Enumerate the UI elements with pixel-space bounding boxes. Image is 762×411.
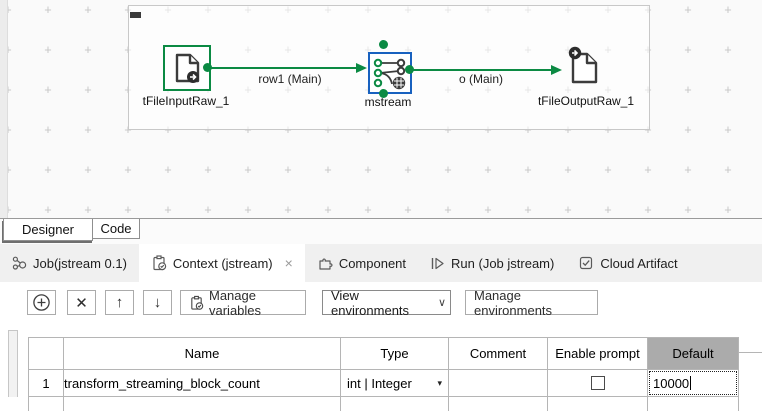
table-header-row: Name Type Comment Enable prompt Default — [28, 337, 739, 370]
component-puzzle-icon — [317, 255, 333, 271]
default-value-editor[interactable]: 10000 — [649, 371, 737, 395]
component-label[interactable]: tFileInputRaw_1 — [142, 94, 230, 108]
enable-prompt-cell — [547, 369, 648, 397]
manage-environments-label: Manage environments — [474, 287, 553, 318]
design-canvas[interactable]: ++++++++++++++++++++++++++++++++++++++++… — [0, 0, 762, 218]
add-variable-button[interactable] — [27, 290, 56, 315]
col-type[interactable]: Type — [340, 337, 449, 370]
tab-job[interactable]: Job(jstream 0.1) — [0, 244, 139, 282]
table-row-empty — [28, 396, 739, 411]
move-up-button[interactable]: ↑ — [105, 290, 134, 315]
default-value-cell[interactable]: 10000 — [647, 369, 739, 397]
component-label[interactable]: mstream — [364, 95, 412, 109]
context-variables-table: Name Type Comment Enable prompt Default … — [28, 337, 740, 411]
subjob-collapse-handle[interactable] — [130, 12, 141, 18]
tab-context-label: Context (jstream) — [172, 255, 273, 271]
manage-variables-button[interactable]: Manage variables — [180, 287, 306, 318]
connection-row1-label[interactable]: row1 (Main) — [258, 72, 322, 86]
header-extension-line — [739, 352, 762, 353]
cloud-artifact-icon — [578, 255, 594, 271]
tab-component[interactable]: Component — [305, 244, 418, 282]
editor-tabbar: Designer Code — [0, 218, 762, 245]
tab-component-label: Component — [338, 255, 407, 271]
component-label[interactable]: tFileOutputRaw_1 — [537, 94, 635, 108]
file-input-icon — [169, 51, 205, 85]
close-icon[interactable]: × — [284, 255, 293, 271]
file-output-icon — [565, 46, 603, 88]
plus-circle-icon — [32, 293, 51, 312]
job-icon — [12, 256, 27, 271]
canvas-left-gutter — [0, 0, 8, 218]
col-rownum — [28, 337, 64, 370]
tab-run-label: Run (Job jstream) — [451, 255, 555, 271]
variable-name-cell[interactable] — [63, 396, 341, 411]
table-row: 1 transform_streaming_block_count int | … — [28, 369, 739, 397]
variable-comment-cell[interactable] — [448, 396, 548, 411]
default-value-cell[interactable] — [647, 396, 739, 411]
view-environments-select[interactable]: View environments ∨ — [322, 287, 451, 318]
input-flow-dot[interactable] — [379, 40, 388, 49]
tab-job-label: Job(jstream 0.1) — [33, 255, 127, 271]
default-value-text: 10000 — [653, 375, 690, 391]
connection-row1-arrowhead — [356, 63, 367, 73]
variable-comment-cell[interactable] — [448, 369, 548, 397]
variable-type-value: int | Integer — [347, 375, 412, 391]
tab-context[interactable]: Context (jstream) × — [138, 244, 305, 282]
run-play-icon — [430, 256, 445, 271]
row-number-cell[interactable] — [28, 396, 64, 411]
output-flow-dot[interactable] — [379, 89, 388, 98]
connection-o-arrowhead — [551, 65, 562, 75]
variable-type-cell[interactable]: int | Integer ▾ — [340, 369, 449, 397]
col-name[interactable]: Name — [63, 337, 341, 370]
connection-row1[interactable] — [210, 67, 359, 69]
col-comment[interactable]: Comment — [448, 337, 548, 370]
tab-run[interactable]: Run (Job jstream) — [418, 244, 566, 282]
tab-code[interactable]: Code — [93, 219, 140, 239]
panel-tabbar: Job(jstream 0.1) Context (jstream) × Com… — [0, 244, 762, 282]
context-icon — [151, 255, 167, 271]
stream-map-icon — [372, 56, 408, 90]
output-port-dot[interactable] — [203, 63, 212, 72]
manage-environments-button[interactable]: Manage environments — [465, 287, 598, 318]
row-number-cell[interactable]: 1 — [28, 369, 64, 397]
enable-prompt-checkbox[interactable] — [590, 376, 605, 390]
manage-variables-icon — [189, 295, 204, 311]
view-environments-value: View environments — [331, 287, 410, 318]
delete-variable-button[interactable]: ✕ — [67, 290, 96, 315]
chevron-down-icon: ∨ — [437, 297, 446, 309]
tab-cloud-artifact-label: Cloud Artifact — [600, 255, 678, 271]
text-caret — [690, 376, 692, 390]
tab-designer[interactable]: Designer — [3, 219, 93, 241]
table-left-gutter — [8, 330, 18, 397]
connection-o-label[interactable]: o (Main) — [458, 72, 504, 86]
component-mstream[interactable] — [368, 52, 412, 94]
col-default[interactable]: Default — [647, 337, 739, 370]
col-enable-prompt[interactable]: Enable prompt — [547, 337, 648, 370]
type-dropdown-caret-icon[interactable]: ▾ — [437, 377, 442, 388]
context-panel-body: ✕ ↑ ↓ Manage variables View environments… — [0, 282, 762, 411]
component-tfileoutputraw[interactable] — [565, 46, 603, 88]
move-down-button[interactable]: ↓ — [143, 290, 172, 315]
tab-cloud-artifact[interactable]: Cloud Artifact — [566, 244, 689, 282]
variable-type-cell[interactable] — [340, 396, 449, 411]
enable-prompt-cell[interactable] — [547, 396, 648, 411]
manage-variables-label: Manage variables — [209, 287, 262, 318]
variable-name-cell[interactable]: transform_streaming_block_count — [63, 369, 341, 397]
output-port-dot[interactable] — [405, 65, 414, 74]
connection-o[interactable] — [412, 69, 553, 71]
